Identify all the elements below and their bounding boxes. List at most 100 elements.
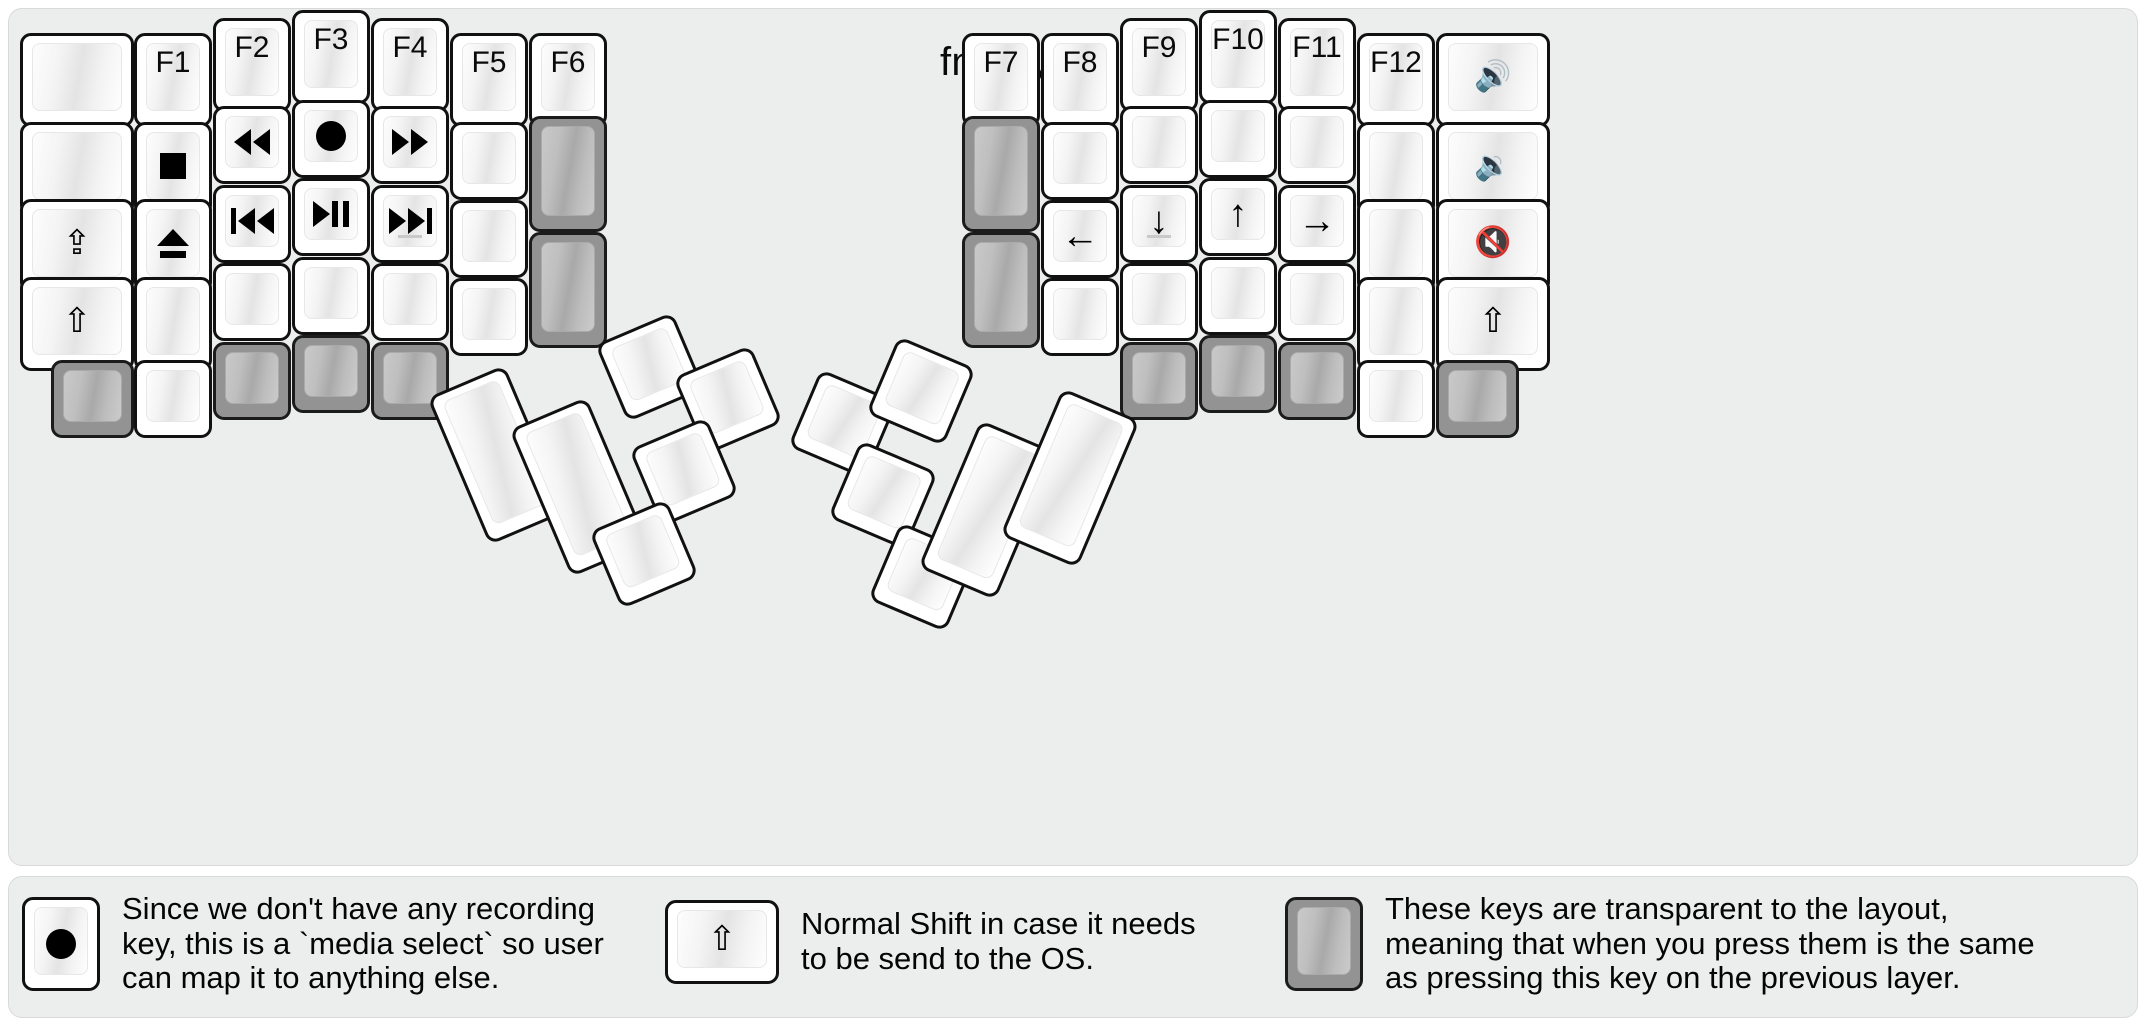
key-label: 🔊: [1439, 36, 1547, 124]
key-left-c0-r3[interactable]: ⇧: [20, 277, 134, 371]
key-left-c3-r3[interactable]: [292, 257, 370, 335]
media-next-icon: [388, 208, 432, 234]
key-label: F5: [471, 46, 507, 79]
key-right-c6-r4-transparent[interactable]: [1436, 360, 1519, 438]
key-right-c4-r3[interactable]: [1278, 263, 1356, 341]
key-left-c5-r2[interactable]: [450, 200, 528, 278]
key-right-c4-r1[interactable]: [1278, 106, 1356, 184]
key-right-c4-r0[interactable]: F11: [1278, 18, 1356, 112]
shift-icon: ⇧: [62, 302, 92, 340]
key-label: [1202, 103, 1274, 175]
key-left-c6-r0[interactable]: F6: [529, 33, 607, 127]
key-right-c1-r1[interactable]: [1041, 122, 1119, 200]
key-left-c3-r1[interactable]: [292, 100, 370, 178]
key-left-c3-r4-transparent[interactable]: [292, 335, 370, 413]
key-right-c3-r2[interactable]: ↑: [1199, 178, 1277, 256]
key-right-c5-r4[interactable]: [1357, 360, 1435, 438]
media-stop-icon: [160, 153, 186, 179]
key-left-c5-r3[interactable]: [450, 278, 528, 356]
key-left-c5-r0[interactable]: F5: [450, 33, 528, 127]
key-label: ↓: [1123, 188, 1195, 260]
key-right-c0-r0[interactable]: F7: [962, 33, 1040, 127]
key-left-c2-r0[interactable]: F2: [213, 18, 291, 112]
key-left-c1-r4[interactable]: [134, 360, 212, 438]
key-left-c1-r2[interactable]: [134, 199, 212, 293]
key-label: [1123, 109, 1195, 181]
keycap-face: [225, 273, 279, 325]
key-label: [1044, 125, 1116, 197]
key-left-c0-r0[interactable]: [20, 33, 134, 127]
key-left-c3-r2[interactable]: [292, 178, 370, 256]
key-label: [965, 235, 1037, 345]
key-right-c5-r3[interactable]: [1357, 277, 1435, 371]
legend-panel: [8, 876, 2138, 1018]
key-right-c6-r2[interactable]: 🔇: [1436, 199, 1550, 293]
key-right-c3-r3[interactable]: [1199, 257, 1277, 335]
key-right-c1-r2[interactable]: ←: [1041, 200, 1119, 278]
key-left-c4-r1[interactable]: [371, 106, 449, 184]
key-left-c1-r1[interactable]: [134, 122, 212, 216]
volume-down-icon: 🔉: [1474, 149, 1512, 182]
keycap-face: [541, 242, 595, 332]
key-left-c2-r3[interactable]: [213, 263, 291, 341]
key-left-c0-r2[interactable]: ⇪: [20, 199, 134, 293]
key-left-c2-r4-transparent[interactable]: [213, 342, 291, 420]
key-left-c0-r4-transparent[interactable]: [51, 360, 134, 438]
key-right-c5-r2[interactable]: [1357, 199, 1435, 293]
key-right-c3-r0[interactable]: F10: [1199, 10, 1277, 104]
arrow-right-icon: →: [1298, 200, 1336, 242]
key-right-c4-r2[interactable]: →: [1278, 185, 1356, 263]
key-label: [1360, 280, 1432, 368]
key-label: [216, 345, 288, 417]
key-left-c0-r1[interactable]: [20, 122, 134, 216]
key-right-c6-r0[interactable]: 🔊: [1436, 33, 1550, 127]
key-label: [374, 188, 446, 260]
key-left-c4-r4-transparent[interactable]: [371, 342, 449, 420]
key-right-c2-r1[interactable]: [1120, 106, 1198, 184]
key-label: F3: [313, 23, 349, 56]
keycap-face: [677, 910, 767, 968]
key-left-c6-r2-transparent[interactable]: [529, 232, 607, 348]
key-right-c5-r0[interactable]: F12: [1357, 33, 1435, 127]
key-right-c2-r4-transparent[interactable]: [1120, 342, 1198, 420]
keycap-face: [1132, 273, 1186, 325]
key-right-c5-r1[interactable]: [1357, 122, 1435, 216]
key-right-c6-r3[interactable]: ⇧: [1436, 277, 1550, 371]
key-label: [295, 103, 367, 175]
key-right-c3-r1[interactable]: [1199, 100, 1277, 178]
key-left-c2-r1[interactable]: [213, 106, 291, 184]
key-right-c2-r2[interactable]: ↓: [1120, 185, 1198, 263]
key-left-c3-r0[interactable]: F3: [292, 10, 370, 104]
key-right-c3-r4-transparent[interactable]: [1199, 335, 1277, 413]
key-left-c6-r1-transparent[interactable]: [529, 116, 607, 232]
legend-item-1: ⇧ Normal Shift in case it needs to be se…: [665, 900, 1196, 984]
media-previous-icon: [230, 208, 274, 234]
keycap-face: [304, 267, 358, 319]
key-label: [1281, 345, 1353, 417]
keycap-face: [1448, 43, 1538, 111]
key-right-c1-r0[interactable]: F8: [1041, 33, 1119, 127]
key-left-c1-r0[interactable]: F1: [134, 33, 212, 127]
key-left-c4-r0[interactable]: F4: [371, 18, 449, 112]
key-left-c4-r3[interactable]: [371, 263, 449, 341]
key-right-c2-r0[interactable]: F9: [1120, 18, 1198, 112]
keycap-face: [541, 43, 595, 111]
keycap-face: [1211, 20, 1265, 88]
keycap-face: [462, 210, 516, 262]
key-left-c1-r3[interactable]: [134, 277, 212, 371]
key-label: [137, 363, 209, 435]
key-right-c0-r2-transparent[interactable]: [962, 232, 1040, 348]
key-label: [1360, 202, 1432, 290]
keycap-face: [383, 28, 437, 96]
key-right-c1-r3[interactable]: [1041, 278, 1119, 356]
key-label: [532, 235, 604, 345]
key-right-c4-r4-transparent[interactable]: [1278, 342, 1356, 420]
key-left-c5-r1[interactable]: [450, 122, 528, 200]
keycap-face: [1132, 28, 1186, 96]
key-right-c2-r3[interactable]: [1120, 263, 1198, 341]
key-left-c4-r2[interactable]: [371, 185, 449, 263]
keycap-face: [1211, 188, 1265, 240]
key-left-c2-r2[interactable]: [213, 185, 291, 263]
keycap-face: [225, 352, 279, 404]
key-right-c0-r1-transparent[interactable]: [962, 116, 1040, 232]
